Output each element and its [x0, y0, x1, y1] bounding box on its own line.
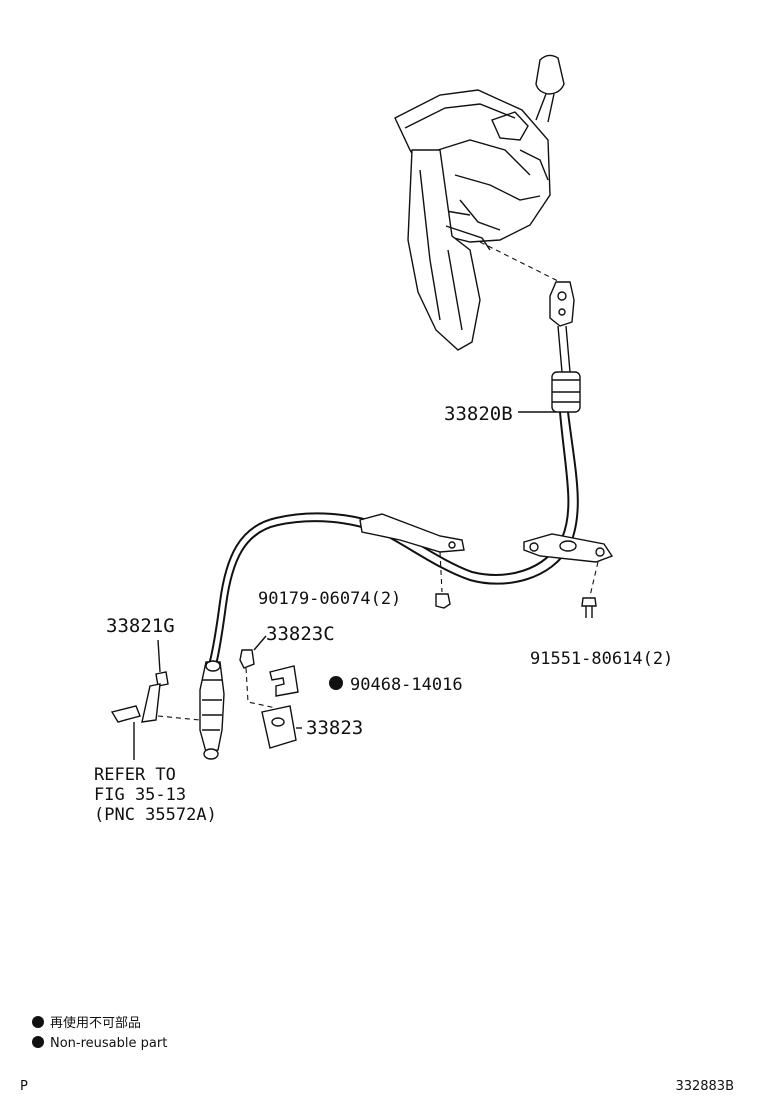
clip-c-part — [239, 649, 277, 709]
label-clip-c: 33823C — [266, 623, 335, 645]
footer-right: 332883B — [675, 1079, 734, 1094]
label-clip-g: 33821G — [106, 615, 175, 637]
label-shift-cable: 33820B — [444, 403, 513, 425]
shift-lever-assembly — [394, 54, 565, 351]
shift-cable — [199, 281, 614, 760]
refer-line-1: REFER TO — [94, 765, 176, 785]
nut-part — [435, 551, 451, 609]
label-bracket: 33823 — [306, 717, 363, 739]
legend-japanese: 再使用不可部品 — [50, 1015, 141, 1031]
label-bolt: 91551-80614(2) — [530, 649, 673, 669]
refer-line-3: (PNC 35572A) — [94, 805, 217, 825]
bolt-part — [581, 561, 599, 618]
refer-line-2: FIG 35-13 — [94, 785, 186, 805]
legend-dot-icon — [32, 1016, 44, 1028]
footer-left: P — [20, 1079, 28, 1094]
clip-g-part — [110, 671, 201, 723]
legend-dot-icon — [32, 1036, 44, 1048]
label-nut: 90179-06074(2) — [258, 589, 401, 609]
legend-english: Non-reusable part — [50, 1036, 167, 1051]
non-reusable-dot-icon — [329, 676, 343, 690]
leader-lines — [133, 411, 556, 760]
connection-line — [479, 241, 561, 283]
retainer-part — [269, 665, 299, 697]
bracket-part — [261, 705, 297, 749]
label-retainer: 90468-14016 — [350, 675, 463, 695]
